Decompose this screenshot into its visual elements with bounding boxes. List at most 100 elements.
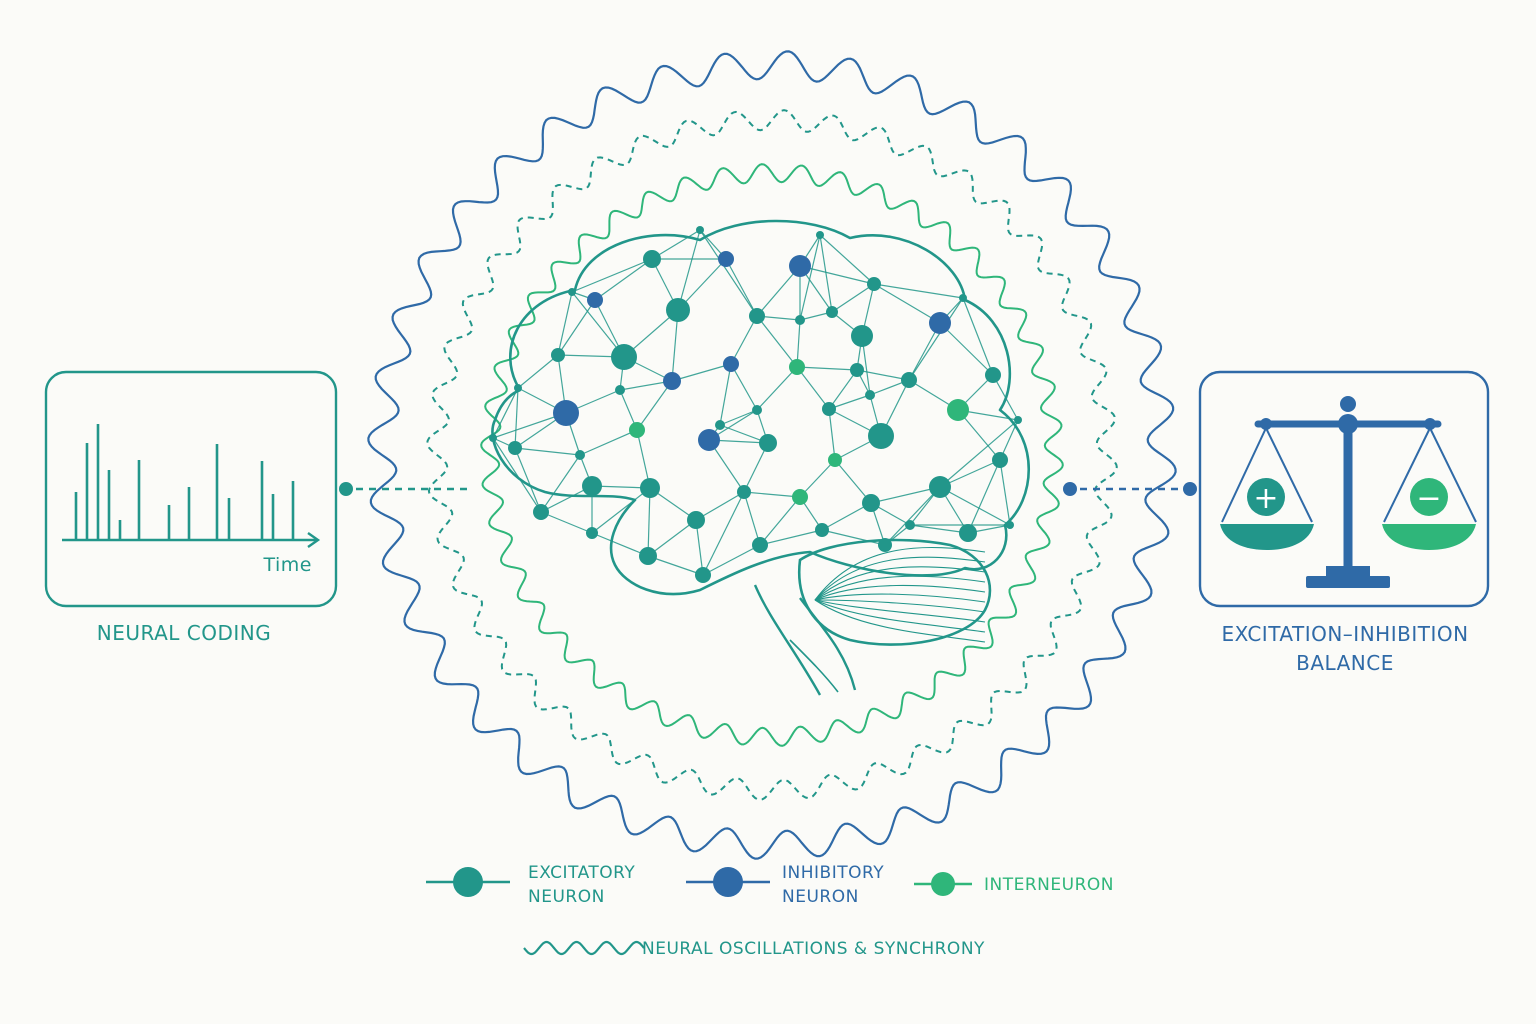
excitatory-neuron-node	[695, 567, 711, 583]
network-edge	[671, 363, 732, 382]
network-edge	[873, 283, 941, 324]
excitatory-neuron-node	[489, 434, 497, 442]
excitatory-neuron-node	[514, 384, 522, 392]
network-edge	[514, 447, 581, 456]
network-edge	[647, 519, 697, 557]
excitatory-neuron-node	[640, 478, 660, 498]
cerebellum-fold	[814, 593, 986, 603]
network-edge	[999, 459, 1011, 526]
excitatory-neuron-node	[816, 231, 824, 239]
network-edge	[651, 229, 701, 260]
inhibitory-neuron-node	[698, 429, 720, 451]
network-edge	[719, 363, 732, 426]
network-edge	[939, 486, 1011, 526]
cerebellum-fold	[814, 599, 986, 633]
network-edge	[828, 369, 858, 410]
excitatory-neuron-node	[992, 452, 1008, 468]
right-connector	[1063, 482, 1197, 496]
network-edge	[514, 447, 542, 513]
network-edge	[557, 299, 596, 356]
inhibitory-neuron-node	[718, 251, 734, 267]
network-edge	[540, 511, 593, 534]
network-edge	[828, 394, 871, 410]
network-edge	[756, 315, 798, 368]
excitatory-neuron-node	[575, 450, 585, 460]
cerebellum-fold	[814, 584, 986, 601]
excitatory-neuron-node	[959, 294, 967, 302]
legend-excitatory-line1: EXCITATORY	[528, 863, 635, 883]
excitatory-neuron-node	[822, 402, 836, 416]
network-edge	[517, 354, 559, 389]
interneuron-icon	[931, 872, 955, 896]
excitatory-neuron-node	[533, 504, 549, 520]
left-pan	[1220, 524, 1314, 550]
interneuron-node	[789, 359, 805, 375]
oscillation-rings	[367, 50, 1177, 860]
interneuron-node	[828, 453, 842, 467]
network-edge	[540, 454, 581, 513]
brainstem-left	[753, 584, 822, 696]
interneuron-node	[629, 422, 645, 438]
network-edge	[799, 459, 836, 498]
excitatory-neuron-node	[586, 527, 598, 539]
oscillation-ring-2	[426, 109, 1118, 801]
excitatory-neuron-node	[508, 441, 522, 455]
excitatory-neuron-node	[752, 405, 762, 415]
excitatory-neuron-node	[862, 494, 880, 512]
neural-coding-box	[44, 370, 338, 608]
network-edge	[856, 369, 910, 381]
ei-balance-panel: + − EXCITATION–INHIBITION BALANCE	[1198, 370, 1490, 675]
network-edge	[591, 487, 651, 534]
excitatory-neuron-node	[611, 344, 637, 370]
network-edge	[571, 258, 653, 293]
network-edges	[492, 229, 1019, 576]
network-edge	[759, 496, 801, 546]
network-edge	[730, 315, 758, 365]
network-edge	[939, 322, 994, 376]
excitatory-neuron-node	[639, 547, 657, 565]
excitatory-neuron-node	[1014, 416, 1022, 424]
excitatory-neuron-node	[666, 298, 690, 322]
excitatory-neuron-node	[715, 420, 725, 430]
minus-circle-icon	[1410, 478, 1448, 516]
inhibitory-neuron-node	[723, 356, 739, 372]
cerebellum-fold	[814, 566, 986, 601]
network-edge	[821, 529, 886, 546]
legend-excitatory: EXCITATORY NEURON	[426, 863, 635, 907]
cerebellum-fold	[814, 599, 986, 623]
network-edge	[647, 555, 704, 576]
oscillation-ring-3	[480, 163, 1064, 747]
excitatory-neuron-node	[868, 423, 894, 449]
right-connector-dot-outer	[1183, 482, 1197, 496]
inhibitory-neuron-node	[789, 255, 811, 277]
legend-inhibitory-line1: INHIBITORY	[782, 863, 884, 883]
excitatory-neuron-node	[752, 537, 768, 553]
inhibitory-neuron-node	[663, 372, 681, 390]
network-edge	[821, 502, 872, 531]
network-edge	[730, 363, 758, 411]
excitatory-neuron-node	[905, 520, 915, 530]
excitatory-neuron-node	[737, 485, 751, 499]
network-edge	[967, 459, 1001, 534]
spike-train-icon	[74, 424, 295, 540]
network-edge	[939, 419, 1019, 488]
cerebellum-fold	[814, 599, 986, 613]
inhibitory-neuron-icon	[713, 867, 743, 897]
excitatory-neuron-node	[878, 538, 892, 552]
excitatory-neuron-node	[687, 511, 705, 529]
excitatory-neuron-node	[551, 348, 565, 362]
network-edge	[743, 491, 761, 546]
time-arrow-icon	[307, 532, 321, 548]
excitatory-neuron-node	[749, 308, 765, 324]
network-edge	[962, 297, 994, 376]
network-nodes	[489, 226, 1022, 583]
cerebellum-fold	[814, 556, 986, 601]
right-connector-dot-inner	[1063, 482, 1077, 496]
network-edge	[873, 283, 964, 299]
left-connector-dot	[339, 482, 353, 496]
excitatory-neuron-node	[929, 476, 951, 498]
ei-balance-box	[1198, 370, 1490, 608]
oscillation-wave-icon	[523, 940, 645, 956]
network-edge	[908, 297, 964, 381]
